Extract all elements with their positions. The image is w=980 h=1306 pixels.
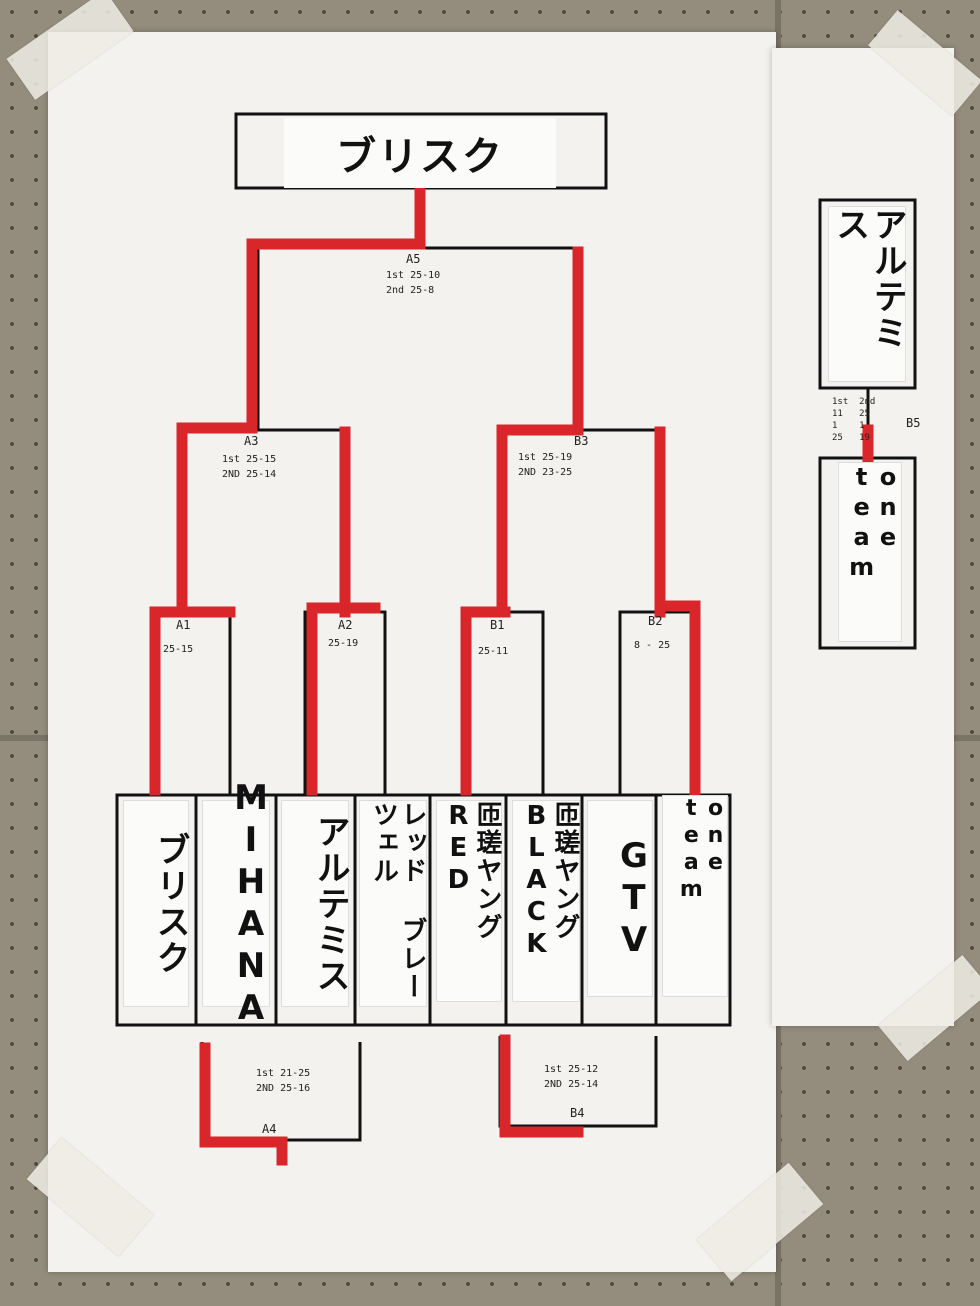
champion-label: ブリスク: [284, 118, 556, 188]
match-score-b4: 1st 25-12 2ND 25-14: [544, 1064, 599, 1090]
match-score-b2: 8 - 25: [634, 640, 671, 651]
match-score-a3: 1st 25-15 2ND 25-14: [222, 454, 277, 480]
match-label-a2: A2: [338, 618, 353, 632]
side-team-label: アルテミス: [828, 206, 907, 382]
team-label: 匝瑳ヤング BLACK: [512, 800, 580, 1002]
team-label: MIHANA: [202, 778, 271, 1030]
match-score-b5: 1st 2nd 11 25 1 1 25 19: [832, 397, 876, 443]
match-label-a3: A3: [244, 434, 259, 448]
match-label-b5: B5: [906, 416, 921, 430]
match-label-a1: A1: [176, 618, 191, 632]
team-label: アルテミス: [281, 800, 350, 1007]
team-label: 匝瑳ヤング RED: [436, 800, 502, 1002]
match-score-a1: 25-15: [163, 644, 194, 655]
team-label: one team: [662, 795, 728, 997]
match-score-a5: 1st 25-10 2nd 25-8: [386, 270, 441, 296]
side-team-label: one team: [838, 462, 902, 642]
match-label-b3: B3: [574, 434, 589, 448]
team-label: GTV: [587, 800, 654, 997]
team-label: ブリスク: [123, 800, 190, 1007]
match-score-b3: 1st 25-19 2ND 23-25: [518, 452, 573, 478]
match-label-a5: A5: [406, 252, 421, 266]
match-label-a4: A4: [262, 1122, 277, 1136]
match-score-a2: 25-19: [328, 638, 359, 649]
match-label-b1: B1: [490, 618, 505, 632]
match-label-b4: B4: [570, 1106, 585, 1120]
match-score-b1: 25-11: [478, 646, 509, 657]
team-label: レッド ブレーツェル: [359, 800, 427, 1007]
match-label-b2: B2: [648, 614, 663, 628]
match-score-a4: 1st 21-25 2ND 25-16: [256, 1068, 311, 1094]
